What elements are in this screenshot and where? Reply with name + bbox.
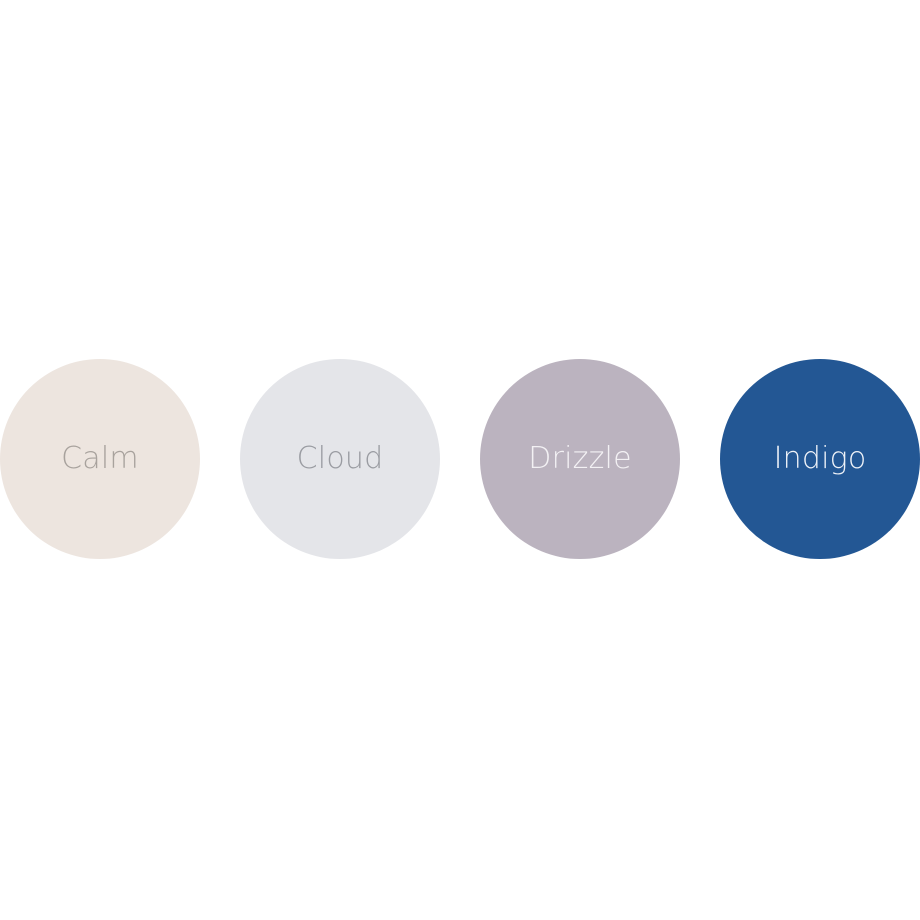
swatch-drizzle[interactable]: Drizzle [480, 359, 680, 559]
swatch-calm[interactable]: Calm [0, 359, 200, 559]
swatch-label-drizzle: Drizzle [528, 441, 632, 476]
swatch-indigo[interactable]: Indigo [720, 359, 920, 559]
swatch-label-cloud: Cloud [296, 441, 384, 476]
swatch-label-indigo: Indigo [773, 441, 867, 476]
swatch-label-calm: Calm [61, 441, 139, 476]
swatch-cloud[interactable]: Cloud [240, 359, 440, 559]
